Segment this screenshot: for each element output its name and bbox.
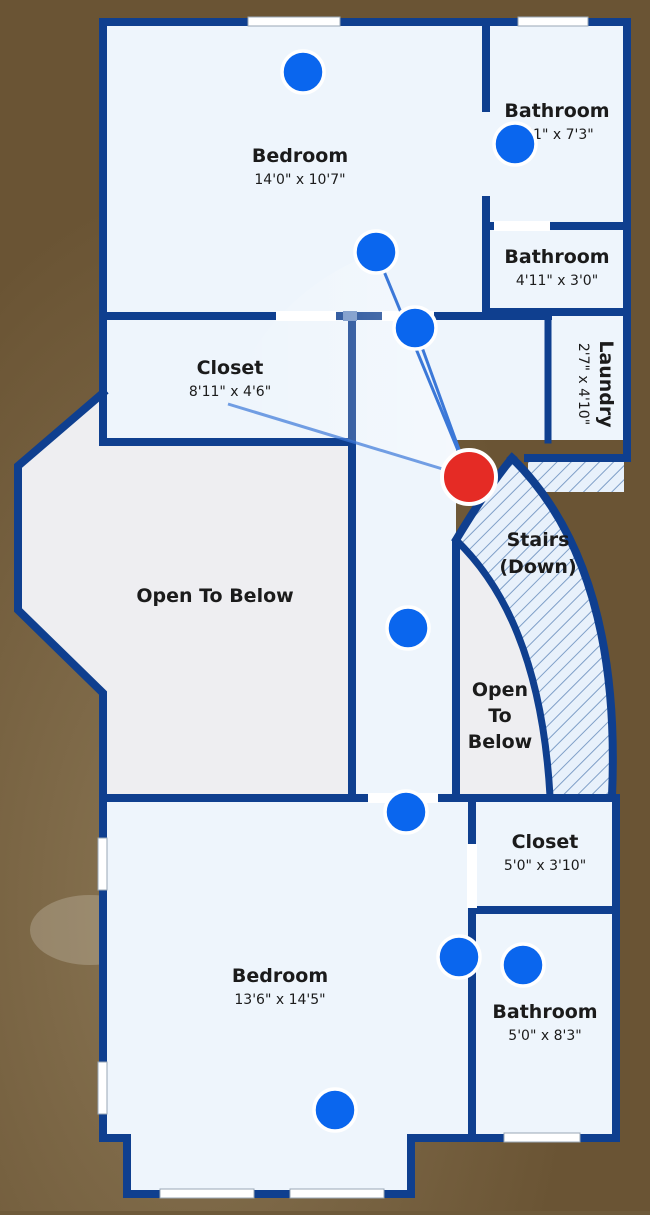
- camera-hotspot-icon[interactable]: [500, 942, 546, 988]
- room-open-right-line1: Open: [472, 679, 528, 701]
- room-stairs-line2: (Down): [499, 556, 576, 578]
- door-closet-bottom: [467, 844, 477, 908]
- room-bath-mid-dims: 4'11" x 3'0": [516, 273, 598, 289]
- room-bath-mid-name: Bathroom: [504, 246, 609, 268]
- floor-open-left: [18, 393, 352, 796]
- room-open-right-line3: Below: [468, 731, 533, 753]
- camera-hotspot-icon[interactable]: [492, 121, 538, 167]
- hotspots: [280, 49, 546, 1133]
- current-position-icon[interactable]: [440, 448, 498, 506]
- window-bay-left: [159, 1188, 255, 1199]
- window-left-upper: [97, 837, 108, 891]
- windows: [97, 16, 589, 1199]
- floors: [18, 22, 627, 1194]
- stairs-hatch: [456, 458, 613, 796]
- room-bedroom-bottom-name: Bedroom: [232, 965, 328, 987]
- room-bedroom-top-dims: 14'0" x 10'7": [254, 172, 345, 188]
- floor-open-right: [456, 540, 550, 796]
- wall-bottom-outer-left: [99, 794, 474, 1198]
- line-to-closet: [227, 402, 470, 479]
- room-bath-top-name: Bathroom: [504, 100, 609, 122]
- labels: Bedroom 14'0" x 10'7" Bathroom 8'1" x 7'…: [136, 100, 617, 1044]
- room-laundry-dims: 2'7" x 4'10": [575, 343, 591, 425]
- camera-hotspot-icon[interactable]: [383, 789, 429, 835]
- camera-hotspot-icon[interactable]: [353, 229, 399, 275]
- room-open-right-line2: To: [488, 705, 512, 727]
- camera-hotspot-icon[interactable]: [280, 49, 326, 95]
- room-closet-bottom-name: Closet: [512, 831, 579, 853]
- line-to-bedroom: [374, 251, 471, 478]
- camera-hotspot-icon[interactable]: [312, 1087, 358, 1133]
- wall-stairs-outer: [506, 452, 617, 801]
- room-closet-top-name: Closet: [197, 357, 264, 379]
- door-bath-mid: [494, 221, 550, 231]
- window-bay-right: [289, 1188, 385, 1199]
- window-left-lower: [97, 1061, 108, 1115]
- room-bath-top-dims: 8'1" x 7'3": [520, 127, 593, 143]
- camera-hotspot-icon[interactable]: [436, 934, 482, 980]
- wall-open-right-curve: [451, 535, 554, 800]
- camera-hotspot-icon[interactable]: [385, 605, 431, 651]
- room-stairs-line1: Stairs: [507, 529, 570, 551]
- window-top-bath: [517, 16, 589, 27]
- room-bedroom-top-name: Bedroom: [252, 145, 348, 167]
- landing-hatch: [528, 458, 624, 492]
- room-bath-bottom-dims: 5'0" x 8'3": [508, 1028, 581, 1044]
- floor-bay: [127, 1138, 411, 1194]
- room-bath-bottom-name: Bathroom: [492, 1001, 597, 1023]
- wall-open-left: [14, 387, 109, 800]
- room-closet-top-dims: 8'11" x 4'6": [189, 384, 271, 400]
- window-top-bedroom: [247, 16, 341, 27]
- room-closet-bottom-dims: 5'0" x 3'10": [504, 858, 586, 874]
- room-laundry-name: Laundry: [595, 340, 617, 428]
- window-bath-bottom: [503, 1132, 581, 1143]
- camera-hotspot-icon[interactable]: [392, 305, 438, 351]
- room-open-left-name: Open To Below: [136, 585, 293, 607]
- room-bedroom-bottom-dims: 13'6" x 14'5": [234, 992, 325, 1008]
